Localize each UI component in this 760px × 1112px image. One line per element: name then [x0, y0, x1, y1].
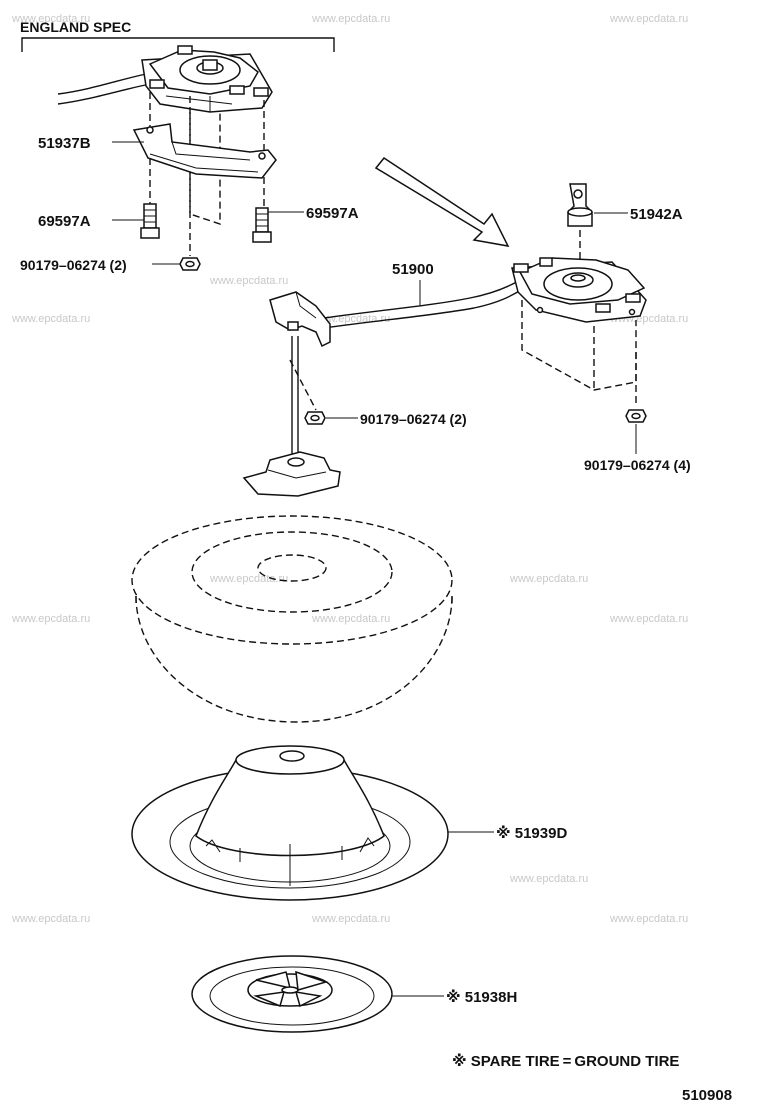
watermark: www.epcdata.ru — [609, 13, 688, 25]
carrier-51900-assembly — [242, 257, 647, 497]
part-51942a: 51942A — [567, 183, 683, 262]
footnote-spare-tire: ※ SPARE TIRE = GROUND TIRE — [452, 1052, 679, 1070]
watermark: www.epcdata.ru — [11, 613, 90, 625]
part-label-51939d: ※ 51939D — [496, 824, 567, 842]
part-label-90179-right: 90179–06274 (4) — [584, 457, 691, 473]
watermark: www.epcdata.ru — [11, 913, 90, 925]
part-label-51942a: 51942A — [630, 206, 683, 223]
top-left-callouts: 51937B 69597A 69597A 90179–06274 (2) — [20, 135, 359, 273]
watermark: www.epcdata.ru — [11, 13, 90, 25]
diagram-code: 510908 — [682, 1087, 732, 1104]
direction-arrow — [374, 156, 510, 247]
spare-tire — [131, 515, 453, 723]
watermark: www.epcdata.ru — [509, 573, 588, 585]
part-label-69597a-left: 69597A — [38, 213, 91, 230]
spare-tire-cover-51939d: ※ 51939D — [131, 745, 567, 901]
part-label-90179-top: 90179–06274 (2) — [20, 257, 127, 273]
watermarks: www.epcdata.ru www.epcdata.ru www.epcdat… — [11, 13, 688, 925]
watermark: www.epcdata.ru — [11, 313, 90, 325]
wheel-cap-51938h: ※ 51938H — [191, 955, 517, 1033]
part-label-51937b: 51937B — [38, 135, 91, 152]
watermark: www.epcdata.ru — [209, 573, 288, 585]
watermark: www.epcdata.ru — [609, 613, 688, 625]
footer: ※ SPARE TIRE = GROUND TIRE 510908 — [452, 1052, 732, 1104]
watermark: www.epcdata.ru — [209, 275, 288, 287]
england-spec-bracket: ENGLAND SPEC — [20, 19, 335, 52]
carrier-callouts: 51900 90179–06274 (2) 90179–06274 (4) — [326, 261, 691, 473]
england-spec-title: ENGLAND SPEC — [20, 19, 131, 35]
watermark: www.epcdata.ru — [311, 913, 390, 925]
part-label-51900: 51900 — [392, 261, 434, 278]
part-label-51938h: ※ 51938H — [446, 988, 517, 1006]
part-label-69597a-right: 69597A — [306, 205, 359, 222]
watermark: www.epcdata.ru — [509, 873, 588, 885]
watermark: www.epcdata.ru — [609, 913, 688, 925]
watermark: www.epcdata.ru — [311, 613, 390, 625]
england-spec-carrier-assembly — [57, 45, 277, 271]
watermark: www.epcdata.ru — [311, 13, 390, 25]
part-label-90179-mid: 90179–06274 (2) — [360, 411, 467, 427]
